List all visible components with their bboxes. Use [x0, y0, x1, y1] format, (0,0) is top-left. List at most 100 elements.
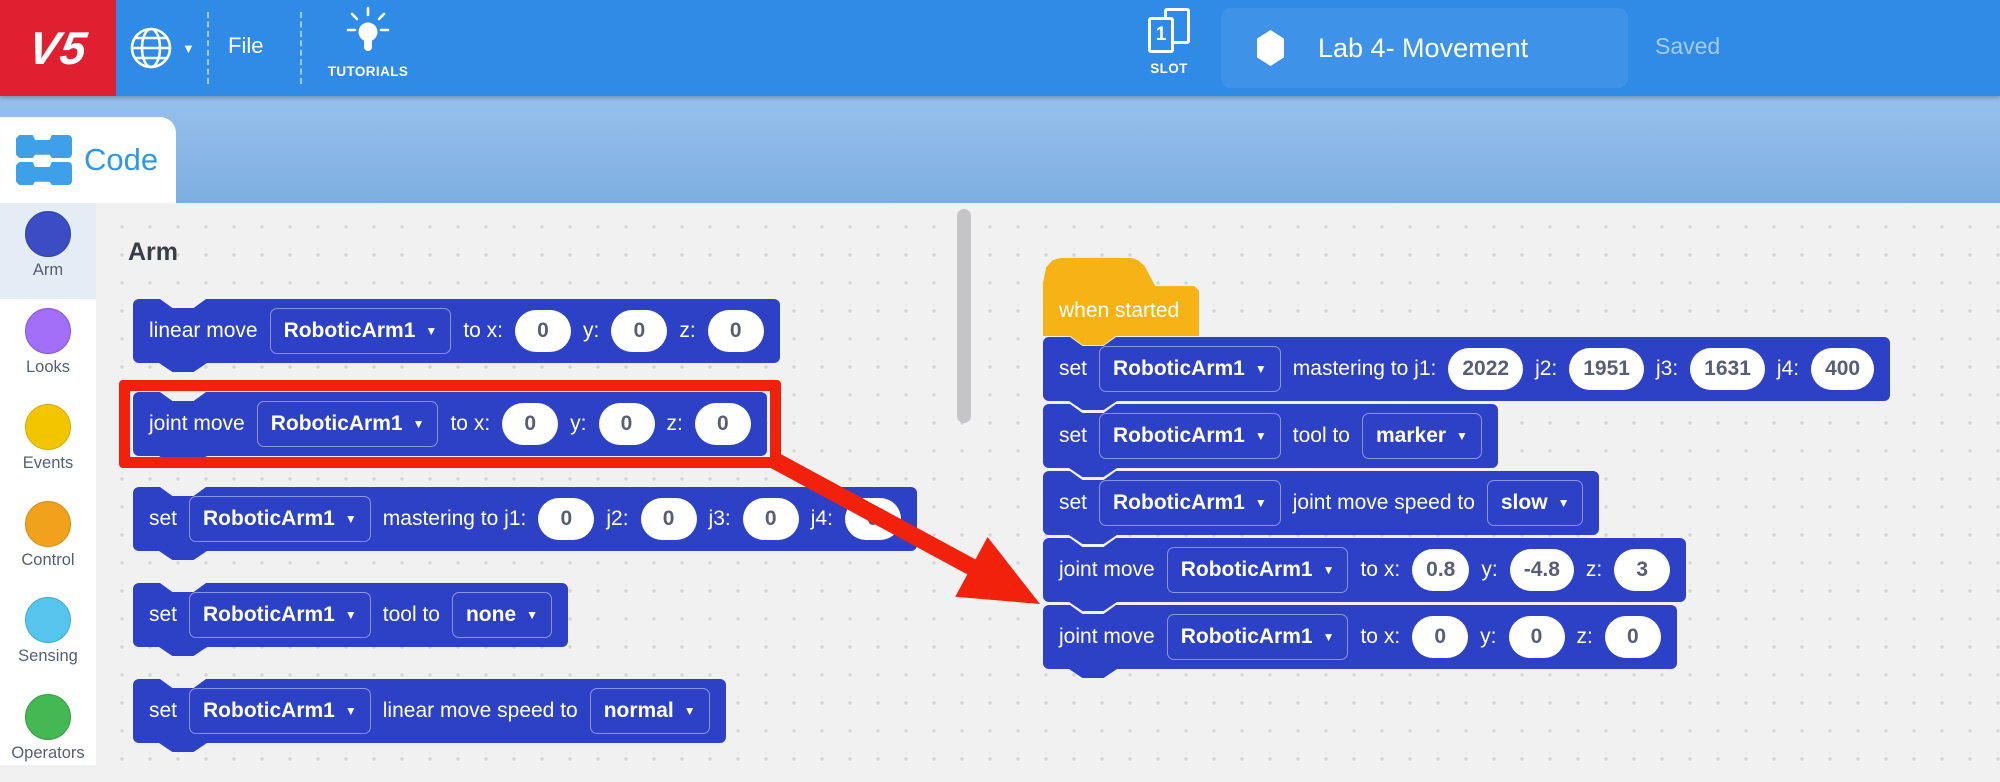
category-events-dot [25, 404, 71, 450]
hat-notch-tab [1069, 335, 1117, 345]
code-tab-label: Code [84, 142, 159, 177]
dropdown-marker[interactable]: marker▼ [1361, 413, 1482, 459]
block-label: tool to [382, 603, 440, 626]
caret-down-icon: ▼ [412, 417, 425, 431]
caret-down-icon: ▼ [526, 608, 539, 622]
dropdown-roboticarm1[interactable]: RoboticArm1▼ [189, 496, 371, 542]
block-notch-tab [1069, 468, 1117, 477]
value-input[interactable]: 0 [694, 403, 751, 445]
block-label: j4: [1776, 357, 1800, 380]
block-label: j2: [1535, 357, 1558, 380]
save-status: Saved [1655, 33, 1721, 59]
dropdown-roboticarm1[interactable]: RoboticArm1▼ [256, 401, 439, 447]
block-label: y: [1481, 558, 1498, 581]
sidebar-item-control[interactable]: Control [0, 493, 96, 589]
value-input[interactable]: 0 [1508, 616, 1565, 658]
dropdown-value: RoboticArm1 [203, 603, 335, 626]
file-menu[interactable]: File [228, 33, 264, 58]
value-input[interactable]: 0 [707, 310, 764, 352]
project-name: Lab 4- Movement [1318, 32, 1529, 63]
dropdown-value: slow [1500, 491, 1548, 514]
value-input[interactable]: 0 [1604, 616, 1661, 658]
value-input[interactable]: 0 [742, 498, 799, 540]
dropdown-roboticarm1[interactable]: RoboticArm1▼ [269, 308, 452, 354]
dropdown-normal[interactable]: normal▼ [589, 688, 710, 734]
block-label: y: [1480, 625, 1497, 648]
dropdown-value: none [465, 603, 517, 626]
sidebar-item-sensing[interactable]: Sensing [0, 589, 96, 685]
block-notch-tab [1069, 602, 1117, 611]
value-input[interactable]: 3 [1614, 549, 1671, 591]
sidebar-item-arm[interactable]: Arm [0, 203, 96, 299]
project-name-box[interactable]: Lab 4- Movement [1221, 8, 1628, 88]
dropdown-slow[interactable]: slow▼ [1486, 480, 1584, 526]
block-notch-tab [1069, 535, 1117, 544]
caret-down-icon: ▼ [344, 704, 357, 718]
value-input[interactable]: 0 [1412, 616, 1469, 658]
dropdown-roboticarm1[interactable]: RoboticArm1▼ [1099, 346, 1281, 392]
value-input[interactable]: 0.8 [1412, 549, 1470, 591]
blocks-icon [16, 131, 72, 189]
category-arm-dot [25, 211, 71, 257]
dropdown-roboticarm1[interactable]: RoboticArm1▼ [1166, 614, 1349, 660]
lightbulb-icon [346, 6, 390, 51]
dropdown-roboticarm1[interactable]: RoboticArm1▼ [1099, 480, 1281, 526]
value-input[interactable]: 1951 [1569, 348, 1644, 390]
block-label: joint move [1059, 558, 1155, 581]
block-label: joint move [1059, 625, 1155, 648]
value-input[interactable]: 400 [1811, 348, 1875, 390]
block-notch-tab [159, 647, 207, 656]
block-label: y: [570, 412, 587, 435]
dropdown-none[interactable]: none ▼ [451, 592, 553, 638]
dropdown-roboticarm1[interactable]: RoboticArm1▼ [189, 688, 371, 734]
value-input[interactable]: 0 [538, 498, 595, 540]
block-label: tool to [1292, 424, 1350, 447]
tab-band [0, 96, 2000, 203]
slot-button[interactable]: 1 SLOT [1141, 8, 1197, 88]
block-label: mastering to j1: [1292, 357, 1437, 380]
value-input[interactable]: 1631 [1690, 348, 1765, 390]
dropdown-roboticarm1[interactable]: RoboticArm1▼ [1166, 547, 1349, 593]
language-menu[interactable]: ▼ [128, 25, 200, 71]
sidebar-item-events[interactable]: Events [0, 396, 96, 492]
block-notch-cut [159, 299, 207, 308]
chevron-down-icon: ▼ [182, 40, 195, 56]
palette-scrollbar[interactable] [957, 209, 971, 423]
category-label: Looks [25, 357, 71, 376]
category-label: Arm [32, 261, 64, 279]
value-input[interactable]: 0 [640, 498, 697, 540]
globe-icon [130, 27, 172, 69]
value-input[interactable]: 0 [502, 403, 559, 445]
slot-icon: 1 [1148, 8, 1190, 58]
caret-down-icon: ▼ [1322, 630, 1335, 644]
block-label: joint move speed to [1292, 491, 1475, 514]
dropdown-roboticarm1[interactable]: RoboticArm1▼ [1099, 413, 1281, 459]
sidebar-item-operators[interactable]: Operators [0, 686, 96, 782]
dropdown-roboticarm1[interactable]: RoboticArm1▼ [189, 592, 371, 638]
value-input[interactable]: -4.8 [1509, 549, 1574, 591]
value-input[interactable]: 0 [598, 403, 655, 445]
value-input[interactable]: 0 [611, 310, 668, 352]
value-input[interactable]: 2022 [1448, 348, 1524, 390]
sidebar-item-looks[interactable]: Looks [0, 300, 96, 396]
slot-label: SLOT [1150, 61, 1188, 76]
value-input[interactable]: 0 [844, 498, 901, 540]
block-label: to x: [463, 319, 503, 342]
block-label: j4: [810, 507, 833, 530]
tutorials-button[interactable]: TUTORIALS [308, 6, 428, 90]
value-input[interactable]: 0 [515, 310, 571, 352]
tab-code[interactable]: Code [0, 117, 176, 203]
block-label: joint move [149, 412, 245, 435]
tutorials-label: TUTORIALS [327, 64, 409, 79]
category-label: Control [21, 550, 75, 569]
